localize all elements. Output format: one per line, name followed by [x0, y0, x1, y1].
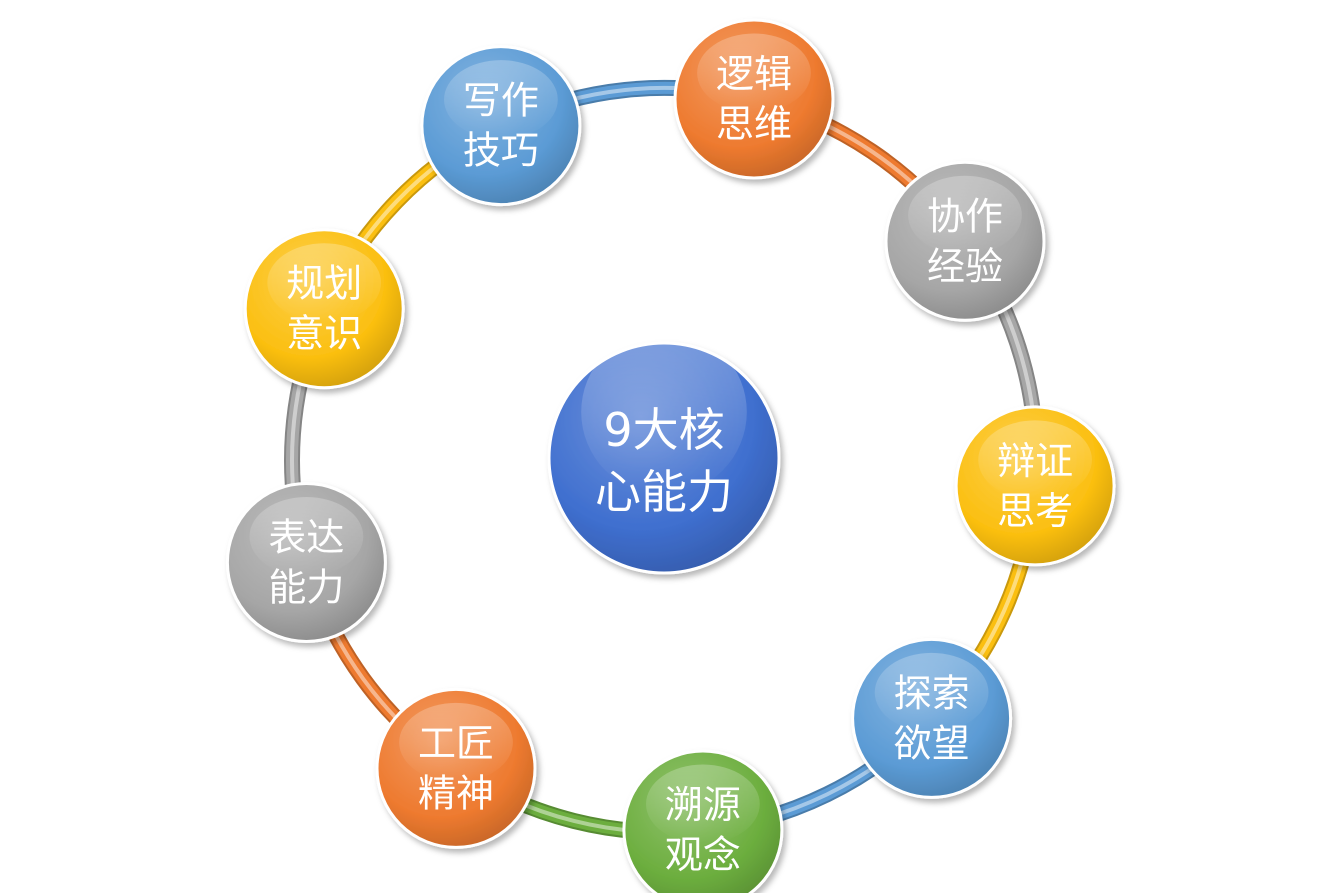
- node-label-line-2: 思维: [716, 102, 792, 146]
- node-label-line-1: 探索: [894, 671, 970, 715]
- node-gloss: [908, 175, 1022, 255]
- node-label-line-2: 精神: [418, 771, 494, 815]
- node-label-line-2: 观念: [665, 833, 741, 877]
- node-label-line-2: 技巧: [463, 129, 539, 173]
- node-gloss: [874, 652, 989, 732]
- node-gloss: [399, 702, 513, 782]
- node-gloss: [646, 764, 760, 844]
- node-gloss: [978, 420, 1092, 500]
- node-label-line-1: 工匠: [418, 721, 494, 765]
- node-label-line-1: 溯源: [665, 783, 741, 827]
- node-label-line-2: 意识: [286, 312, 362, 356]
- node-label-line-2: 欲望: [894, 721, 970, 765]
- node-gloss: [444, 60, 558, 140]
- node-label-line-1: 写作: [463, 79, 539, 123]
- center-label-line-1: 9大核: [603, 403, 724, 457]
- node-label-line-1: 规划: [286, 262, 362, 306]
- node-label-line-2: 经验: [927, 244, 1003, 288]
- node-label-line-2: 能力: [268, 566, 344, 610]
- node-label-line-2: 思考: [997, 489, 1073, 533]
- node-gloss: [697, 33, 811, 113]
- node-label-line-1: 表达: [268, 516, 344, 560]
- node-label-line-1: 协作: [927, 194, 1003, 238]
- node-gloss: [267, 243, 382, 323]
- node-gloss: [249, 497, 364, 576]
- center-highlight: [581, 329, 747, 495]
- node-label-line-1: 辩证: [997, 439, 1073, 483]
- center-label-line-2: 心能力: [595, 465, 733, 519]
- node-label-line-1: 逻辑: [716, 52, 792, 96]
- center-layer: 9大核 心能力: [547, 329, 781, 575]
